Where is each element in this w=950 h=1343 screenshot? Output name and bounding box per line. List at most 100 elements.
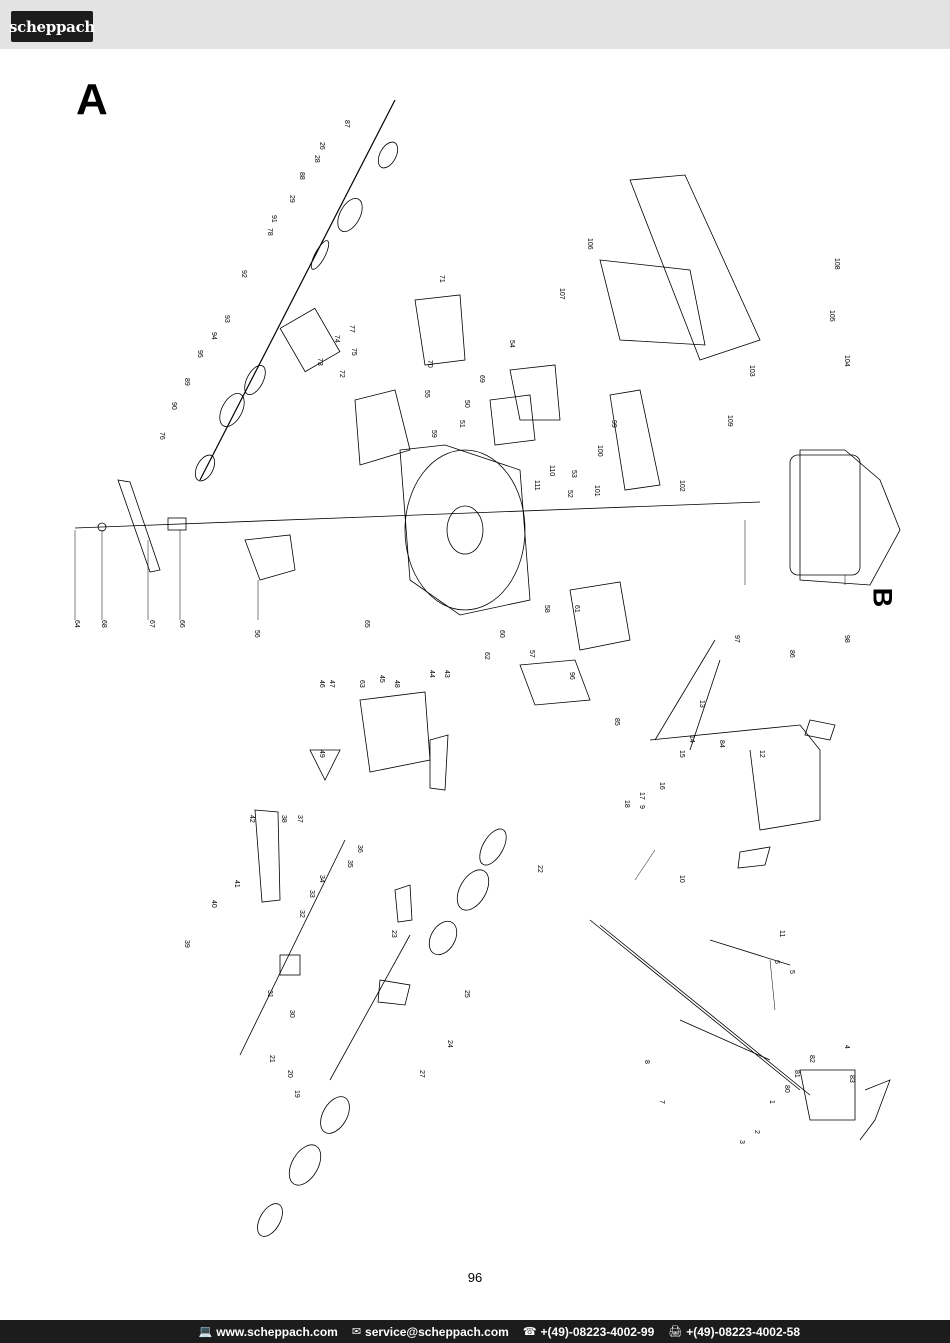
part-callout-84: 84	[718, 740, 725, 748]
phone-text: +(49)-08223-4002-99	[540, 1324, 655, 1339]
grass-bag	[609, 389, 661, 491]
part-callout-90: 90	[170, 402, 177, 410]
fax-text: +(49)-08223-4002-58	[686, 1324, 800, 1339]
part-callout-45: 45	[378, 675, 385, 683]
part-callout-34: 34	[318, 875, 325, 883]
front-wheel-top	[456, 869, 490, 911]
part-callout-38: 38	[280, 815, 287, 823]
part-callout-51: 51	[458, 420, 465, 428]
footer-email[interactable]: ✉ service@scheppach.com	[352, 1325, 509, 1339]
part-callout-16: 16	[658, 782, 665, 790]
part-callout-103: 103	[748, 365, 755, 377]
blade	[117, 479, 161, 573]
part-callout-88: 88	[298, 172, 305, 180]
part-callout-64: 64	[73, 620, 80, 628]
front-wheel-bottom	[288, 1144, 322, 1186]
part-callout-107: 107	[558, 288, 565, 300]
part-callout-62: 62	[483, 652, 490, 660]
part-callout-41: 41	[233, 880, 240, 888]
engine-block	[789, 454, 861, 576]
part-callout-4: 4	[843, 1045, 850, 1049]
part-callout-40: 40	[210, 900, 217, 908]
part-callout-8: 8	[643, 1060, 650, 1064]
cable-2	[599, 924, 811, 1096]
part-callout-56: 56	[253, 630, 260, 638]
header-bar: scheppach	[0, 0, 950, 49]
part-callout-98: 98	[843, 635, 850, 643]
side-flap	[244, 534, 296, 581]
part-callout-70: 70	[426, 360, 433, 368]
handle-lever	[709, 939, 791, 966]
monitor-icon: 💻	[198, 1326, 213, 1338]
part-callout-1: 1	[768, 1100, 775, 1104]
section-label-b: B	[867, 587, 898, 608]
footer-website[interactable]: 💻 www.scheppach.com	[199, 1325, 338, 1339]
part-callout-35: 35	[346, 860, 353, 868]
handlebar	[649, 724, 821, 831]
part-callout-72: 72	[338, 370, 345, 378]
part-callout-71: 71	[438, 275, 445, 283]
email-text: service@scheppach.com	[365, 1324, 509, 1339]
part-callout-20: 20	[286, 1070, 293, 1078]
chute-box	[359, 691, 431, 773]
section-label-a: A	[76, 75, 108, 124]
page-number: 96	[467, 1270, 483, 1285]
part-callout-25: 25	[463, 990, 470, 998]
part-callout-94: 94	[210, 332, 217, 340]
part-callout-2: 2	[753, 1130, 760, 1134]
part-callout-75: 75	[350, 348, 357, 356]
part-callout-85: 85	[613, 718, 620, 726]
part-callout-43: 43	[443, 670, 450, 678]
part-callout-92: 92	[240, 270, 247, 278]
part-callout-36: 36	[356, 845, 363, 853]
part-callout-10: 10	[678, 875, 685, 883]
part-callout-3: 3	[738, 1140, 745, 1144]
part-callout-52: 52	[566, 490, 573, 498]
part-callout-61: 61	[573, 605, 580, 613]
cable-1	[589, 919, 801, 1091]
part-callout-60: 60	[498, 630, 505, 638]
rear-wheel-bottom	[219, 393, 245, 427]
part-callout-109: 109	[726, 415, 733, 427]
part-callout-24: 24	[446, 1040, 453, 1048]
part-callout-14: 14	[688, 735, 695, 743]
part-callout-86: 86	[788, 650, 795, 658]
part-callout-19: 19	[293, 1090, 300, 1098]
part-callout-7: 7	[658, 1100, 665, 1104]
part-callout-78: 78	[266, 228, 273, 236]
part-callout-47: 47	[328, 680, 335, 688]
part-callout-6: 6	[773, 960, 780, 964]
part-callout-96: 96	[568, 672, 575, 680]
grass-bag-frame	[599, 259, 706, 346]
part-callout-42: 42	[248, 815, 255, 823]
part-callout-77: 77	[348, 325, 355, 333]
frame-plate	[569, 581, 631, 651]
part-callout-97: 97	[733, 635, 740, 643]
rear-wheel-top	[337, 198, 363, 232]
part-callout-12: 12	[758, 750, 765, 758]
part-callout-39: 39	[183, 940, 190, 948]
part-callout-105: 105	[828, 310, 835, 322]
part-callout-50: 50	[463, 400, 470, 408]
part-callout-23: 23	[390, 930, 397, 938]
part-callout-104: 104	[843, 355, 850, 367]
part-callout-102: 102	[678, 480, 685, 492]
part-callout-69: 69	[478, 375, 485, 383]
part-callout-30: 30	[288, 1010, 295, 1018]
part-callout-21: 21	[268, 1055, 275, 1063]
part-callout-17: 17	[638, 792, 645, 800]
part-callout-100: 100	[596, 445, 603, 457]
part-callout-91: 91	[270, 215, 277, 223]
part-callout-74: 74	[333, 335, 340, 343]
rear-wheel-cap	[377, 141, 399, 169]
rear-guard	[354, 389, 411, 466]
part-callout-59: 59	[430, 430, 437, 438]
part-callout-11: 11	[778, 930, 785, 937]
part-callout-22: 22	[536, 865, 543, 873]
part-callout-99: 99	[610, 420, 617, 428]
part-callout-65: 65	[363, 620, 370, 628]
part-callout-37: 37	[296, 815, 303, 823]
mail-icon: ✉	[351, 1326, 362, 1338]
part-callout-80: 80	[783, 1085, 790, 1093]
axis-line	[74, 501, 761, 529]
